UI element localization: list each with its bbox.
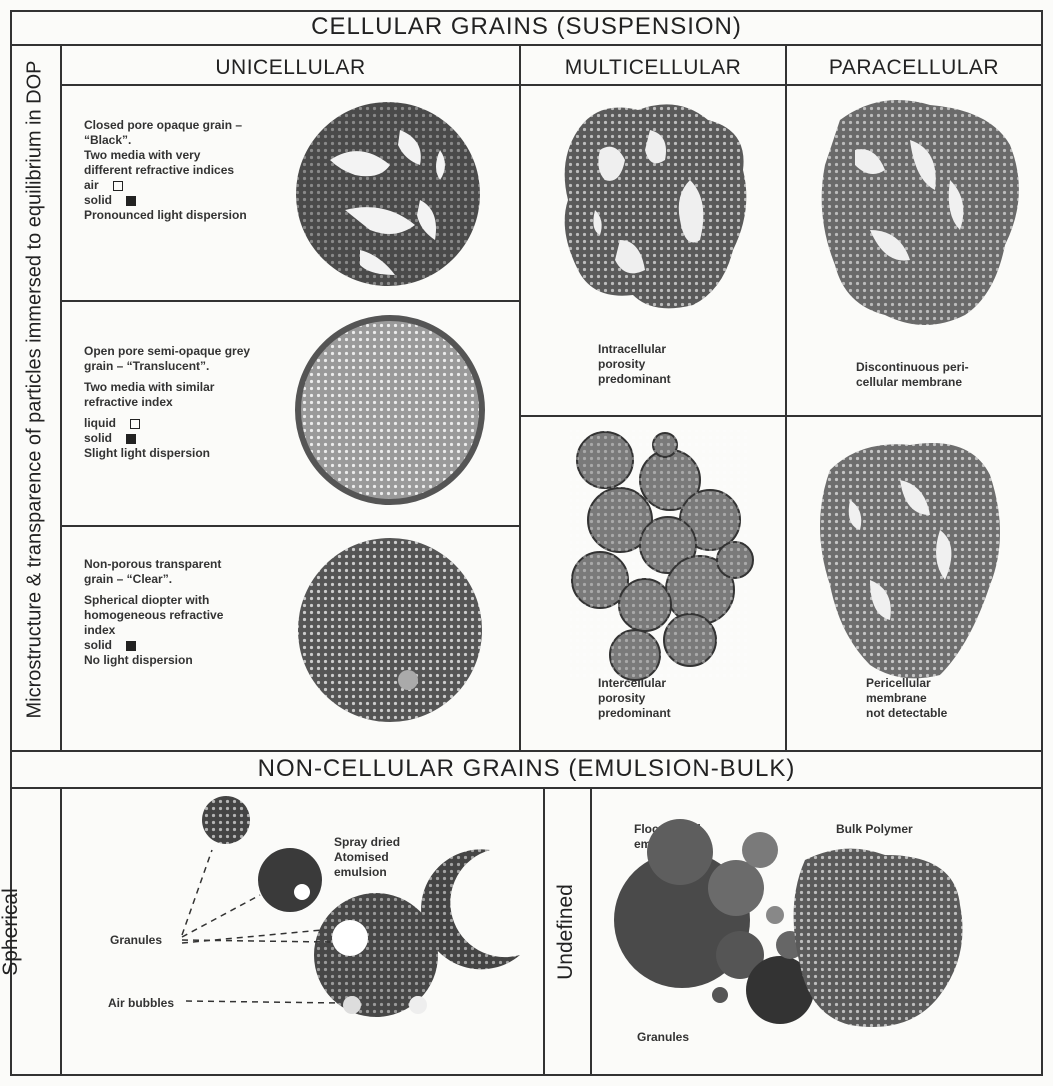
translucent-grain bbox=[298, 318, 482, 502]
black-grain bbox=[296, 102, 480, 286]
undefined-grains bbox=[614, 819, 963, 1027]
multicellular-intracellular bbox=[565, 104, 747, 308]
multicellular-intercellular bbox=[570, 430, 753, 680]
clear-grain bbox=[298, 538, 482, 722]
paracellular-discontinuous bbox=[822, 100, 1019, 325]
spherical-grains bbox=[182, 796, 520, 1017]
paracellular-not-detectable bbox=[820, 443, 1000, 678]
